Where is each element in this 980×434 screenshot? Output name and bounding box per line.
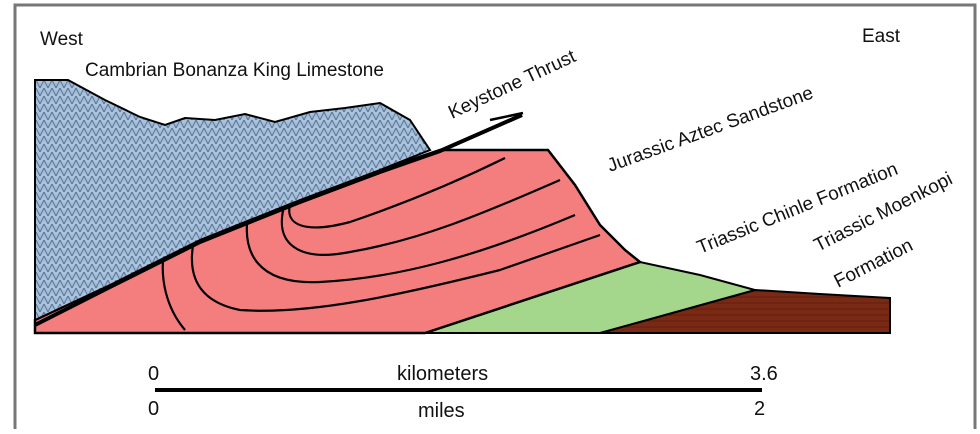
- scale-mi-start: 0: [148, 398, 159, 420]
- label-east: East: [862, 26, 901, 47]
- scale-mi-end: 2: [754, 398, 765, 420]
- scale-km-end: 3.6: [750, 363, 778, 385]
- label-west: West: [40, 29, 84, 50]
- scale-km-start: 0: [148, 363, 159, 385]
- scale-mi-label: miles: [418, 400, 465, 422]
- scale-km-label: kilometers: [397, 363, 488, 385]
- label-cambrian: Cambrian Bonanza King Limestone: [85, 60, 384, 81]
